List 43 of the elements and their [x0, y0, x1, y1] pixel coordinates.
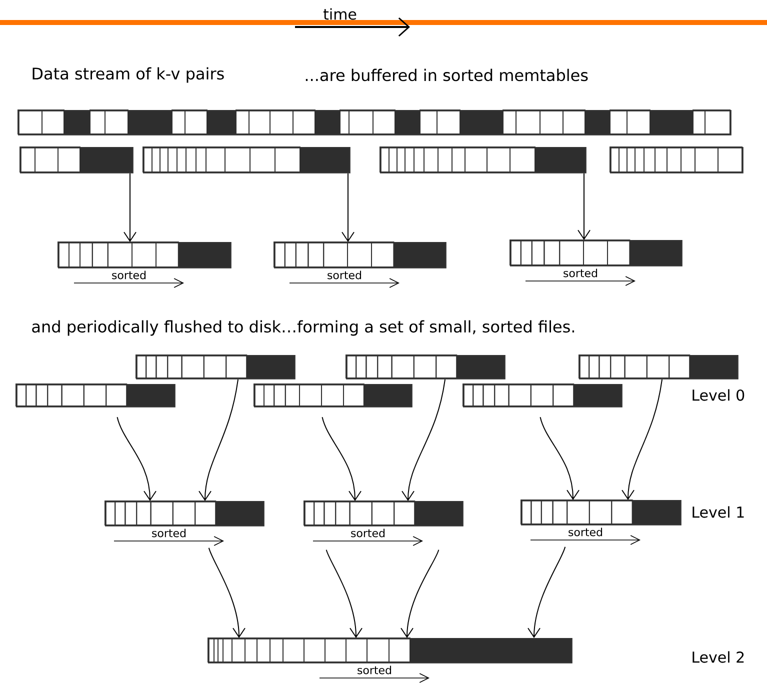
file-bar — [520, 500, 682, 526]
sorted-label: sorted — [351, 528, 385, 538]
axis-label: time — [323, 8, 356, 20]
sorted-label: sorted — [564, 268, 598, 278]
file-bar — [380, 146, 586, 174]
arrow — [326, 549, 362, 638]
file-bar — [610, 146, 744, 174]
file-bar — [274, 242, 446, 268]
sorted-label: sorted — [328, 270, 362, 280]
file-bar — [304, 500, 464, 526]
sorted-label: sorted — [358, 666, 392, 674]
arrow — [116, 416, 156, 501]
level-label: Level 2 — [692, 651, 744, 663]
file-bar — [16, 384, 176, 408]
sorted-label: sorted — [568, 528, 602, 536]
file-bar — [254, 384, 412, 408]
sorted-label: sorted — [112, 270, 146, 280]
file-bar — [510, 240, 682, 266]
caption-text: and periodically flushed to disk…forming a set of small, sorted files. — [32, 320, 574, 336]
arrow — [400, 549, 440, 638]
file-bar — [58, 242, 232, 268]
sorted-label: sorted — [152, 528, 186, 538]
file-bar — [142, 146, 350, 174]
caption-text: ...are buffered in sorted memtables — [306, 68, 588, 82]
arrow — [208, 547, 246, 638]
arrow — [342, 172, 354, 242]
file-bar — [18, 110, 732, 136]
arrow — [124, 172, 136, 242]
arrow — [578, 172, 590, 240]
arrow — [528, 546, 566, 638]
file-bar — [462, 384, 622, 408]
file-bar — [20, 146, 134, 174]
arrow — [402, 378, 446, 501]
arrow — [540, 416, 580, 500]
file-bar — [104, 500, 264, 526]
file-bar — [208, 638, 572, 664]
arrow — [198, 378, 238, 501]
arrow — [322, 416, 362, 501]
file-bar — [578, 354, 738, 380]
caption-text: Data stream of k-v pairs — [32, 67, 224, 83]
file-bar — [346, 354, 506, 380]
arrow — [622, 378, 662, 500]
file-bar — [136, 354, 296, 380]
